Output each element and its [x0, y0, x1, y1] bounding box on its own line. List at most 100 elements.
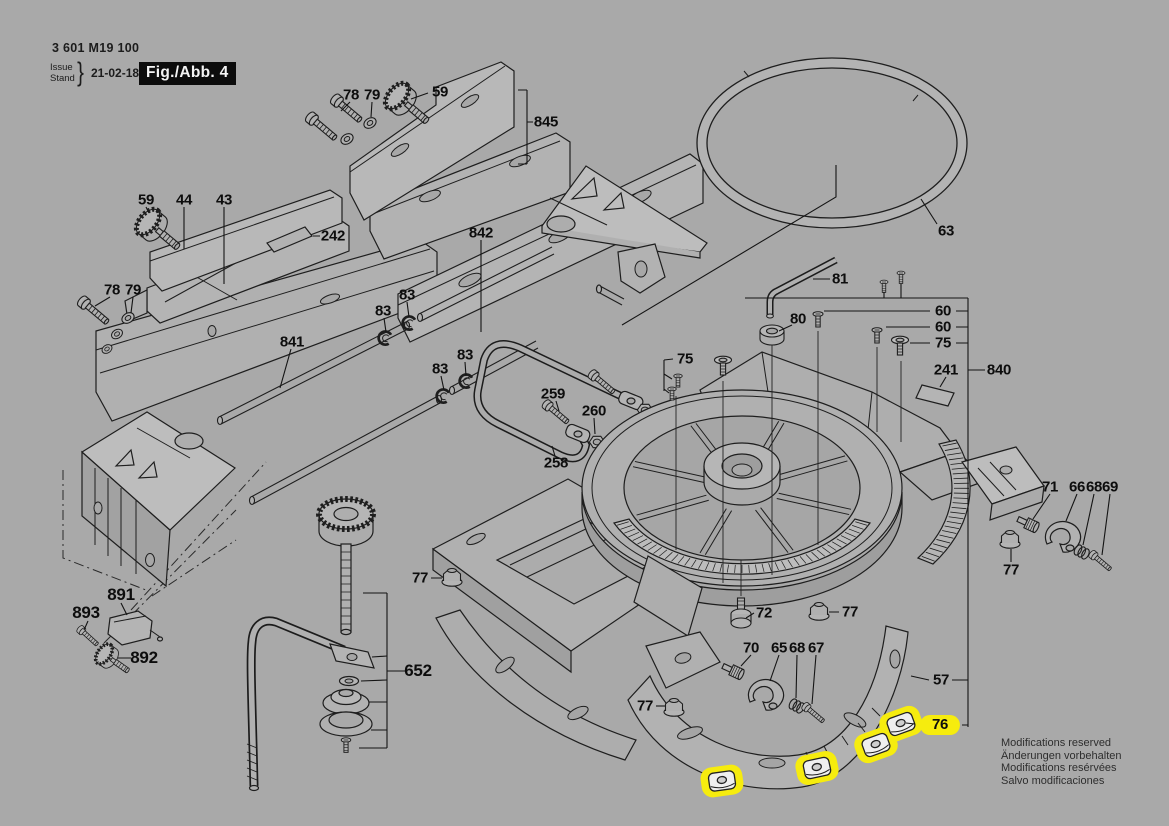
screw-60	[879, 279, 889, 293]
parts-891-892-893	[107, 610, 164, 646]
issue-stand-label: Issue Stand	[50, 62, 75, 84]
handle-tube-258	[473, 340, 654, 463]
part-callout-59-12: 59	[137, 191, 155, 209]
screw-60	[812, 311, 824, 328]
part-callout-892-46: 892	[130, 648, 158, 667]
hex-key-81	[766, 256, 838, 319]
base-scale-arc	[916, 439, 971, 565]
base-front	[435, 609, 721, 761]
leader-lines	[83, 89, 1111, 749]
part-callout-72-34: 72	[755, 604, 773, 622]
assembly-axis-dashdot-lines	[62, 461, 267, 644]
part-callout-60-8: 60	[934, 318, 952, 336]
part-callout-75-27: 75	[676, 350, 694, 368]
part-callout-71-28: 71	[1041, 478, 1059, 496]
bolt-67	[800, 700, 827, 726]
screw-60	[871, 327, 883, 344]
part-callout-78-16: 78	[103, 281, 121, 299]
part-callout-258-26: 258	[543, 454, 569, 472]
part-callout-77-41: 77	[636, 697, 654, 715]
flange-nut-77	[999, 529, 1021, 549]
brace-glyph: }	[77, 57, 84, 87]
knurled-pin-71	[1015, 513, 1041, 534]
screw-60	[896, 270, 906, 284]
part-callout-67-39: 67	[807, 639, 825, 657]
part-callout-241-10: 241	[933, 361, 959, 379]
issue-date: 21-02-18	[91, 66, 140, 80]
part-callout-259-24: 259	[540, 385, 566, 403]
circlip-83	[456, 371, 474, 390]
notice-line-de: Änderungen vorbehalten	[1001, 749, 1122, 762]
washer-79	[338, 130, 356, 148]
notice-line-es: Salvo modificaciones	[1001, 774, 1105, 787]
part-callout-43-14: 43	[215, 191, 233, 209]
part-callout-79-17: 79	[124, 281, 142, 299]
table-segment	[541, 165, 708, 306]
part-callout-242-15: 242	[320, 227, 346, 245]
left-table-wing	[80, 411, 236, 588]
stand-label: Stand	[50, 73, 75, 84]
part-callout-83-21: 83	[431, 360, 449, 378]
issue-label: Issue	[50, 62, 73, 73]
clamp-65	[747, 678, 785, 711]
screw-75	[673, 373, 683, 388]
part-callout-893-45: 893	[72, 603, 100, 622]
part-callout-83-18: 83	[398, 286, 416, 304]
part-callout-81-5: 81	[831, 270, 849, 288]
pin-69	[1087, 548, 1114, 574]
knob-892	[90, 639, 137, 683]
part-callout-76-42: 76	[919, 715, 961, 735]
part-callout-70-36: 70	[742, 639, 760, 657]
highlighted-nuts-76	[700, 705, 923, 798]
part-callout-83-20: 83	[456, 346, 474, 364]
circlip-83	[375, 328, 393, 347]
bolt-72	[730, 597, 752, 629]
part-callout-68-38: 68	[788, 639, 806, 657]
plate-891	[107, 610, 153, 646]
part-callout-69-31: 69	[1101, 478, 1119, 496]
part-callout-77-35: 77	[841, 603, 859, 621]
grommet-80	[759, 324, 785, 346]
part-callout-59-2: 59	[431, 83, 449, 101]
part-callout-77-32: 77	[1002, 561, 1020, 579]
part-callout-78-0: 78	[342, 86, 360, 104]
flange-nut-77	[663, 697, 685, 717]
part-callout-845-3: 845	[533, 113, 559, 131]
right-wing-and-clamp	[961, 446, 1045, 521]
part-callout-891-44: 891	[107, 585, 135, 604]
flange-nut-77	[808, 601, 830, 621]
part-callout-652-43: 652	[404, 661, 432, 680]
part-callout-68-30: 68	[1085, 478, 1103, 496]
part-callout-840-11: 840	[986, 361, 1012, 379]
clamp-assembly-652	[246, 496, 376, 792]
part-callout-57-40: 57	[932, 671, 950, 689]
insert-ring-63	[696, 57, 968, 229]
product-code: 3 601 M19 100	[52, 41, 140, 55]
part-callout-65-37: 65	[770, 639, 788, 657]
flathead-screw-75	[890, 335, 910, 356]
square-nut-76	[707, 769, 737, 793]
guide-rod-lower	[248, 340, 539, 506]
knurled-pin-70	[720, 660, 746, 681]
screw-75	[667, 386, 677, 401]
part-callout-260-25: 260	[581, 402, 607, 420]
screw-652	[340, 737, 352, 753]
part-callout-75-9: 75	[934, 334, 952, 352]
part-callout-63-4: 63	[937, 222, 955, 240]
modifications-notice: Modifications reserved Änderungen vorbeh…	[1001, 737, 1121, 787]
screw-893	[75, 624, 101, 649]
left-fence-assembly	[95, 189, 438, 422]
washer-79	[361, 114, 379, 132]
part-callout-83-19: 83	[374, 302, 392, 320]
part-callout-79-1: 79	[363, 86, 381, 104]
part-callout-80-6: 80	[789, 310, 807, 328]
bolt-78	[303, 109, 341, 144]
circlip-83	[433, 386, 451, 405]
part-callout-66-29: 66	[1068, 478, 1086, 496]
notice-line-fr: Modifications resérvées	[1001, 762, 1117, 774]
part-callout-44-13: 44	[175, 191, 193, 209]
fastener-axis-lines	[675, 331, 902, 596]
part-callout-77-33: 77	[411, 569, 429, 587]
part-callout-60-7: 60	[934, 302, 952, 320]
